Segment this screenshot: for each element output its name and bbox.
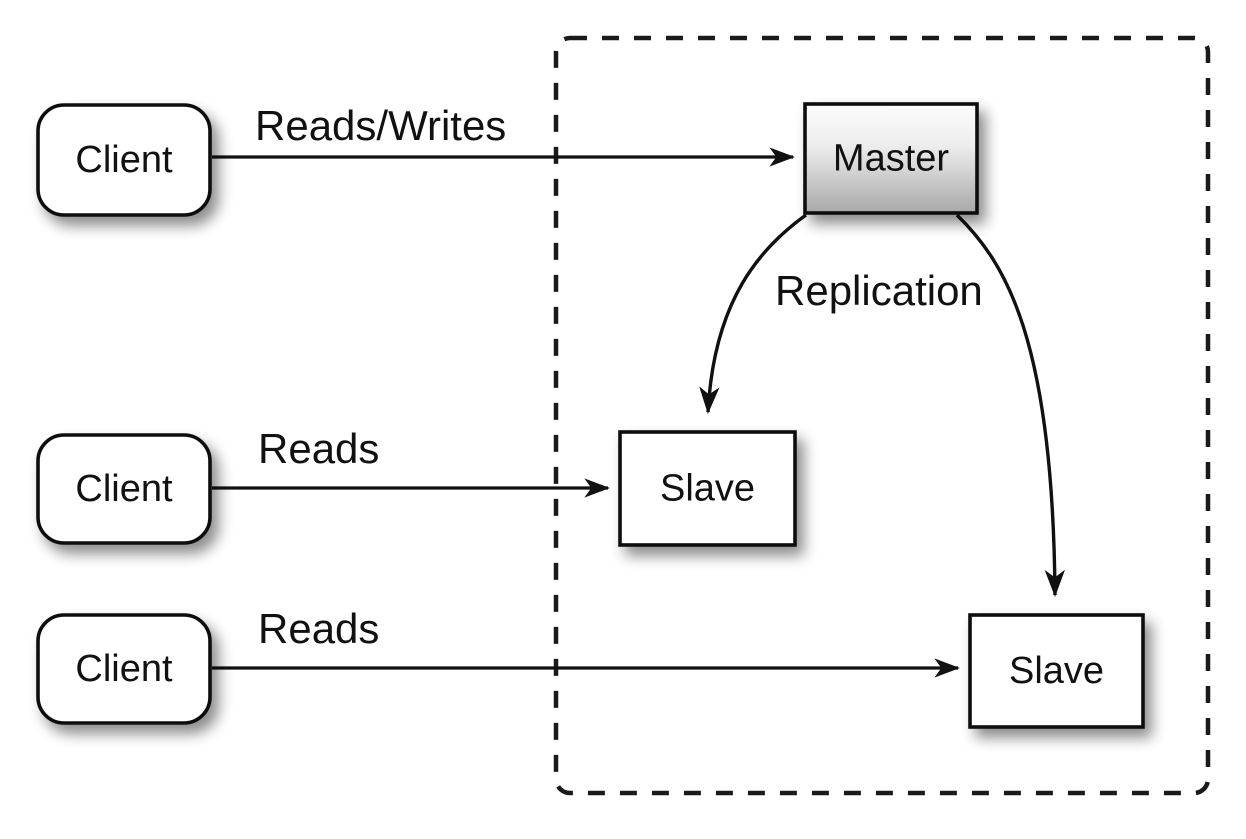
client-2-box[interactable] [36,433,212,545]
client-3-label: Client [75,648,173,690]
master-box[interactable] [803,102,979,215]
slave-2-label: Slave [1009,650,1104,692]
slave-2-box[interactable] [968,613,1145,729]
node-slave-2[interactable]: Slave [968,613,1145,729]
node-slave-1[interactable]: Slave [618,430,797,547]
node-group: Client Client Client Master Slave Slave [36,102,1145,729]
node-client-1[interactable]: Client [36,103,212,217]
edge-label-reads-bottom: Reads [258,605,379,652]
edge-group [212,147,1065,678]
edge-label-group: Reads/Writes Reads Reads Replication [255,102,983,652]
client-2-label: Client [75,468,173,510]
client-1-box[interactable] [36,103,212,217]
slave-1-box[interactable] [618,430,797,547]
node-client-2[interactable]: Client [36,433,212,545]
edge-label-reads-middle: Reads [258,425,379,472]
edge-label-replication: Replication [775,267,983,314]
database-cluster-boundary [553,35,1211,796]
master-label: Master [833,138,949,180]
client-1-label: Client [75,139,173,181]
edge-master-to-slave2-replication [955,213,1065,598]
slave-1-label: Slave [660,468,755,510]
edge-master-to-slave1-replication [699,213,807,415]
node-master[interactable]: Master [803,102,979,215]
node-client-3[interactable]: Client [36,613,212,725]
client-3-box[interactable] [36,613,212,725]
edge-label-reads-writes: Reads/Writes [255,102,506,149]
